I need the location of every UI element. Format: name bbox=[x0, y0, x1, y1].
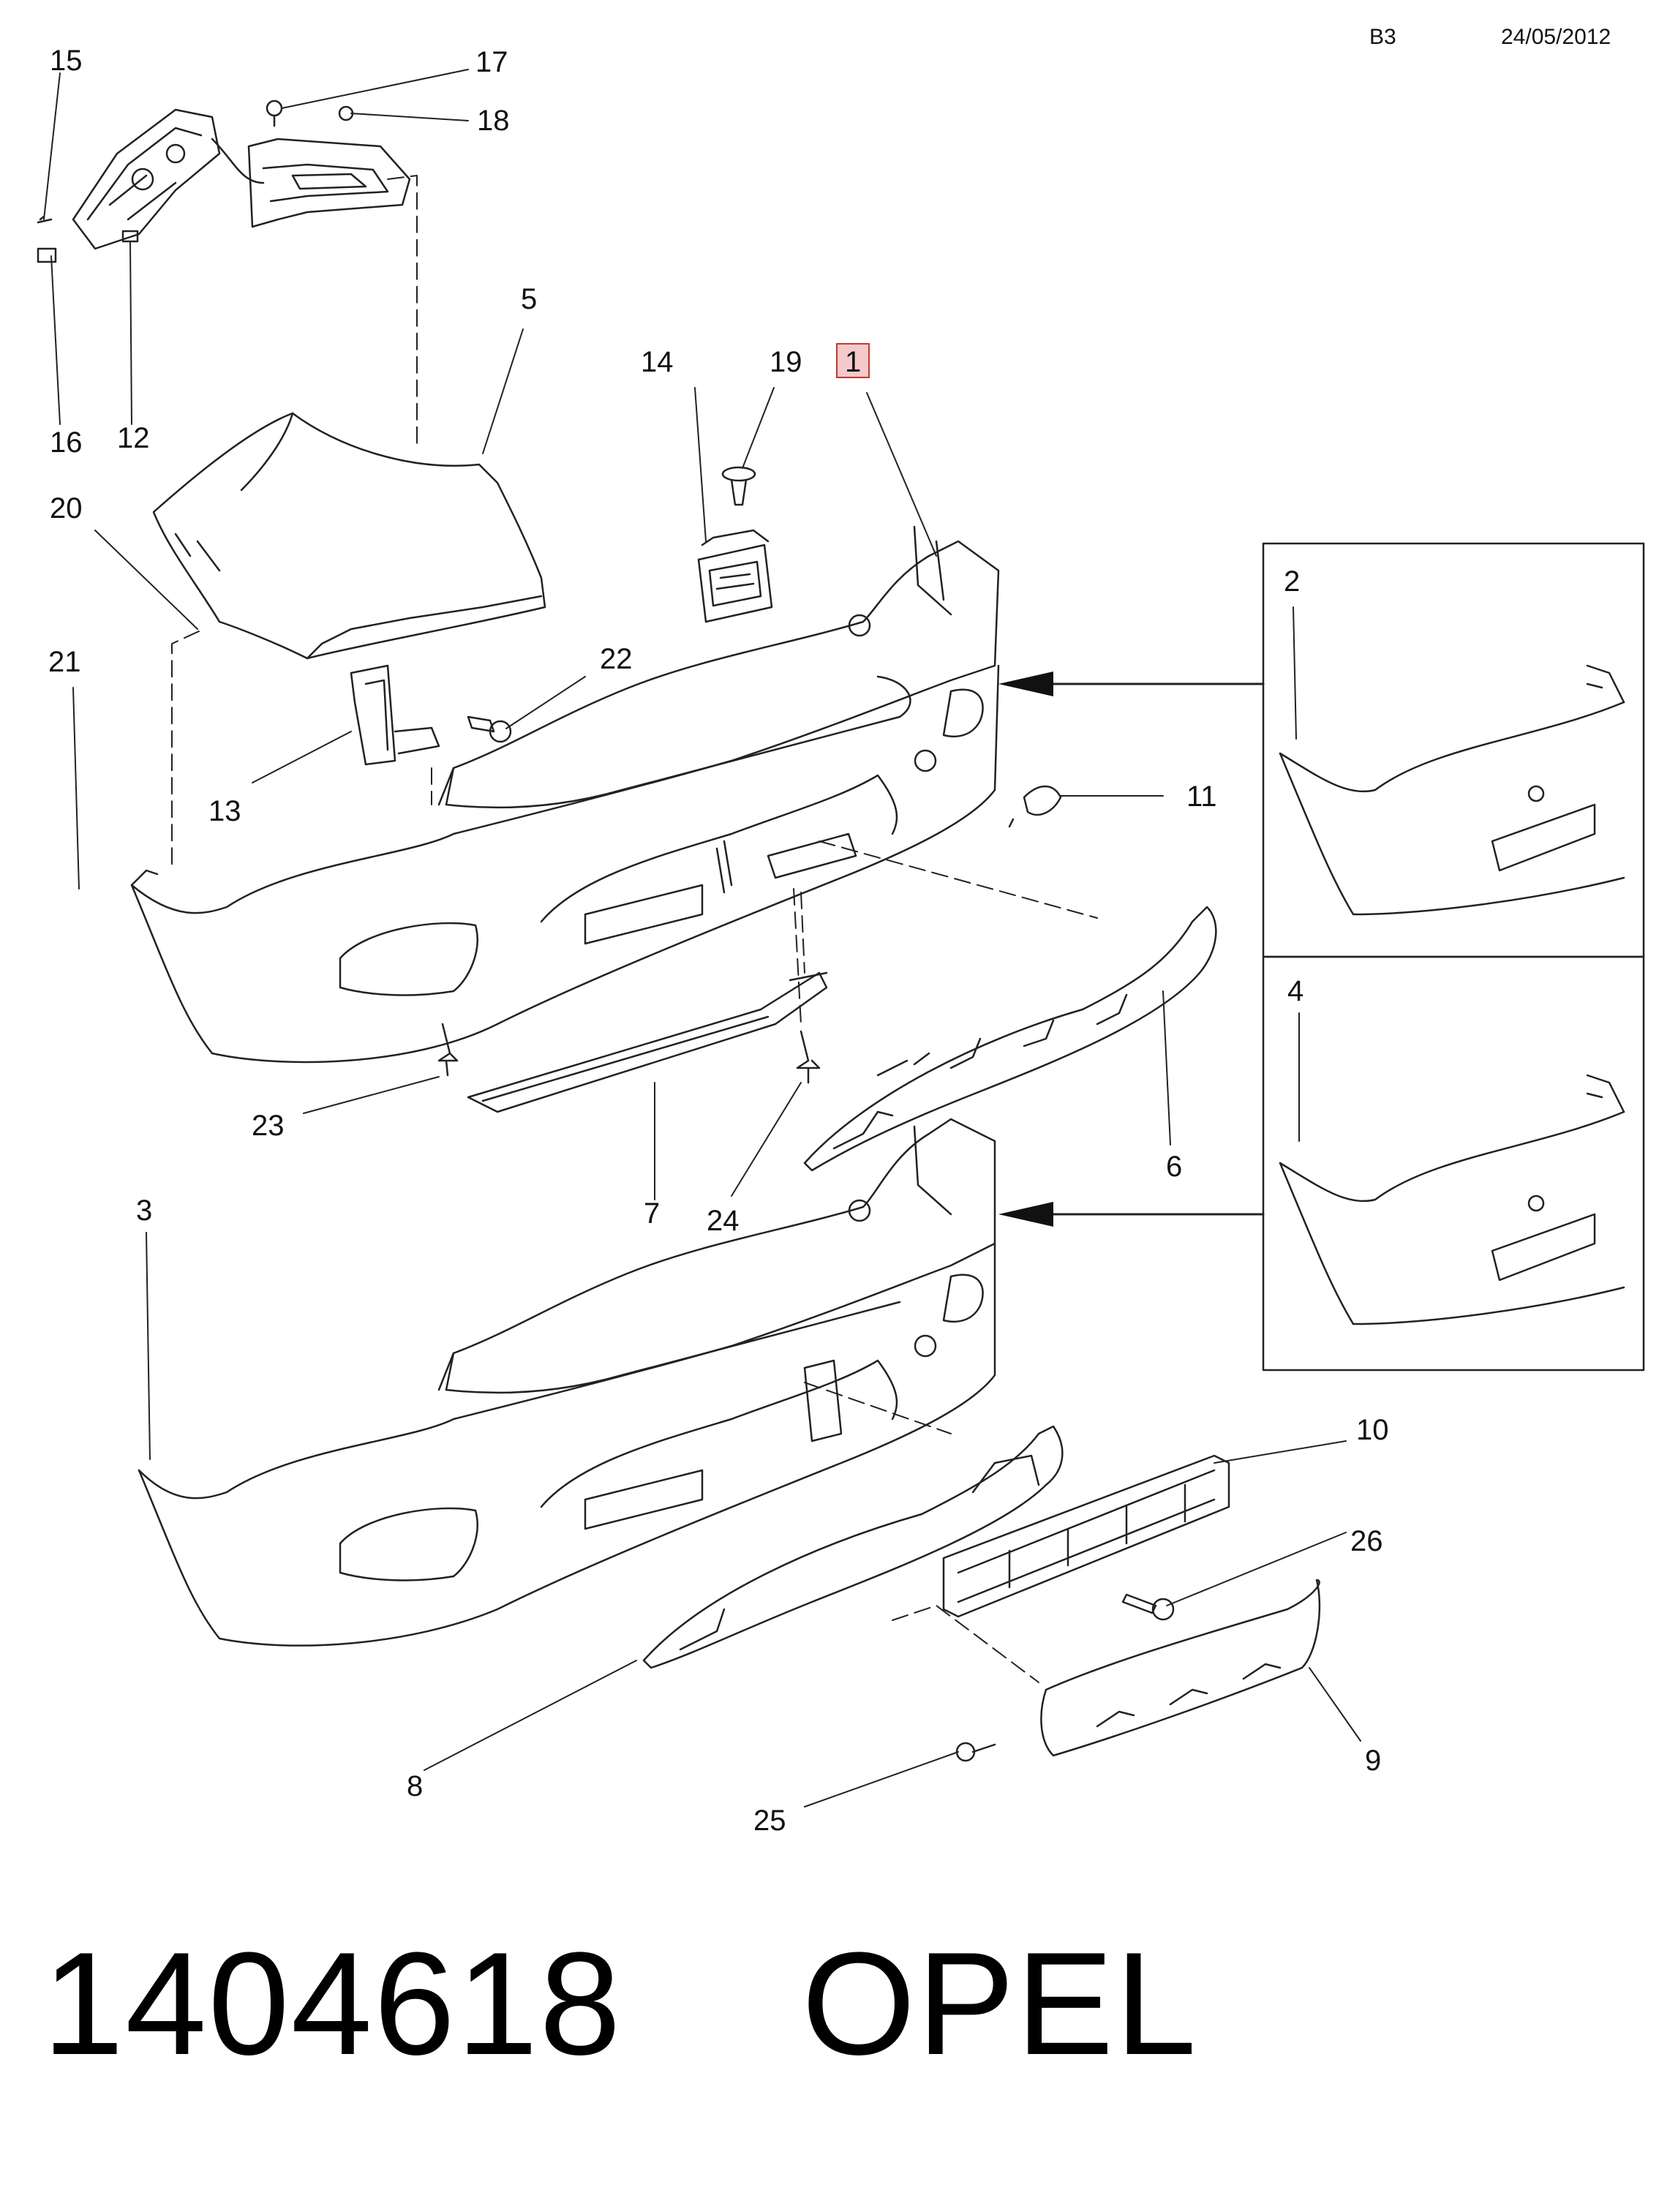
quarter-trim-panel bbox=[152, 412, 546, 660]
push-clip-23 bbox=[437, 1023, 459, 1077]
clip-19 bbox=[721, 466, 756, 506]
part-number: 1404618 bbox=[42, 1922, 622, 2085]
clip-25 bbox=[955, 1742, 996, 1762]
callout-7: 7 bbox=[644, 1197, 660, 1230]
bolt-22 bbox=[467, 715, 512, 743]
bracket-14 bbox=[697, 529, 773, 623]
skid-plate-6 bbox=[803, 906, 1217, 1172]
callout-18: 18 bbox=[477, 105, 510, 137]
arrow-to-detail-4 bbox=[998, 1202, 1053, 1227]
callout-19: 19 bbox=[770, 346, 802, 378]
callout-20: 20 bbox=[50, 492, 83, 524]
callout-1: 1 bbox=[845, 346, 861, 378]
exploded-parts-diagram: 15 17 18 5 16 12 14 19 1 20 2 21 22 13 1… bbox=[37, 45, 1645, 1837]
catalog-date: 24/05/2012 bbox=[1501, 25, 1611, 49]
arrow-to-detail-2 bbox=[998, 672, 1053, 696]
callout-16: 16 bbox=[50, 426, 83, 459]
bumper-cover-lower bbox=[138, 1118, 996, 1647]
callout-6: 6 bbox=[1166, 1151, 1182, 1183]
callout-15: 15 bbox=[50, 45, 83, 77]
cap-11 bbox=[1008, 785, 1062, 828]
bumper-cover-upper bbox=[130, 525, 1000, 1064]
callout-22: 22 bbox=[600, 643, 633, 675]
callout-5: 5 bbox=[521, 283, 537, 315]
skid-plate-8 bbox=[642, 1425, 1064, 1669]
detail-box-2 bbox=[1262, 542, 1645, 958]
detail-bumper-2 bbox=[1279, 664, 1625, 916]
detail-bumper-4 bbox=[1279, 1074, 1625, 1325]
callout-23: 23 bbox=[252, 1110, 285, 1142]
callout-25: 25 bbox=[753, 1805, 786, 1837]
callout-12: 12 bbox=[117, 422, 150, 454]
callout-1-highlight bbox=[836, 343, 870, 378]
side-bracket-assembly bbox=[37, 99, 411, 263]
push-clip-24 bbox=[796, 1030, 821, 1084]
callout-14: 14 bbox=[641, 346, 674, 378]
callout-17: 17 bbox=[475, 46, 508, 78]
callout-8: 8 bbox=[407, 1770, 423, 1802]
callout-2: 2 bbox=[1284, 565, 1300, 598]
callout-4: 4 bbox=[1287, 975, 1304, 1007]
reinforcement-bar-7 bbox=[467, 971, 828, 1113]
detail-box-4 bbox=[1262, 955, 1645, 1372]
section-code: B3 bbox=[1369, 25, 1396, 49]
carrier-10 bbox=[942, 1454, 1230, 1618]
bracket-13 bbox=[350, 664, 440, 766]
callout-3: 3 bbox=[136, 1195, 152, 1227]
callout-13: 13 bbox=[208, 795, 241, 827]
brand-name: OPEL bbox=[802, 1922, 1198, 2085]
bolt-26 bbox=[1121, 1593, 1175, 1621]
skid-plate-9 bbox=[1040, 1579, 1321, 1757]
callout-24: 24 bbox=[707, 1205, 740, 1237]
callout-26: 26 bbox=[1350, 1525, 1383, 1557]
callout-9: 9 bbox=[1365, 1745, 1381, 1777]
callout-10: 10 bbox=[1356, 1414, 1389, 1446]
callout-21: 21 bbox=[48, 646, 81, 678]
callout-11: 11 bbox=[1186, 780, 1217, 813]
